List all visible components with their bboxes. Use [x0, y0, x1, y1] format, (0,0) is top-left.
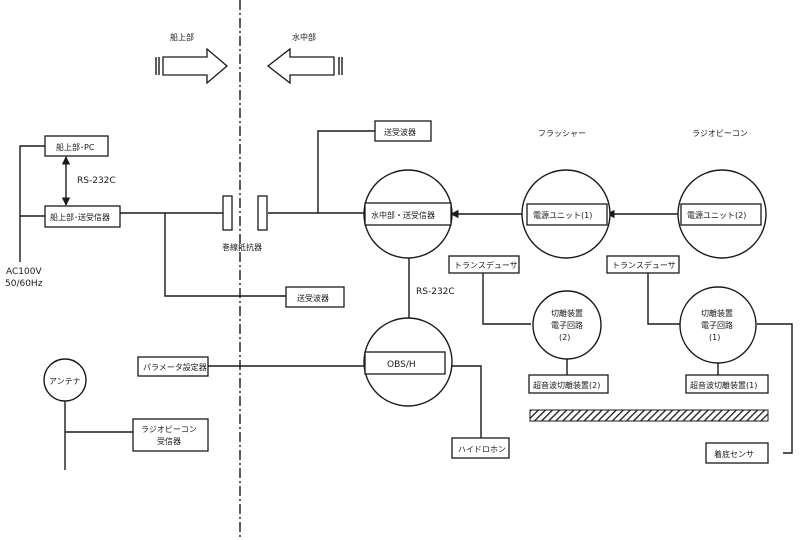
connection-lines: [19, 130, 793, 470]
transducer-left-label: トランスデューサ: [454, 260, 518, 270]
bottom-sensor-label: 着底センサ: [714, 449, 754, 459]
transducer-right-box: [606, 255, 680, 274]
power-unit-1-box: [526, 203, 608, 226]
transmitter-top-box: [374, 120, 432, 142]
ship-transceiver-box: [44, 205, 121, 228]
transmitter-bottom-box: [285, 286, 345, 308]
hydrophone-box: [451, 437, 510, 459]
release-circuit-left-line3: (2): [559, 333, 570, 342]
ship-transceiver-label: 船上部･送受信器: [50, 212, 110, 222]
ultrasonic-release-2-label: 超音波切離装置(2): [533, 380, 600, 390]
release-circuit-right-line1: 切離装置: [701, 308, 733, 318]
radio-receiver-line2: 受信器: [157, 436, 181, 446]
radio-receiver-line1: ラジオビーコン: [141, 425, 197, 434]
arrow-underwater-side: 水中部: [266, 32, 343, 85]
bottom-sensor-box: [705, 442, 769, 464]
antenna-label: アンテナ: [49, 377, 81, 386]
winding-resistor-label: 巻線抵抗器: [222, 242, 262, 252]
power-unit-2-box: [680, 203, 762, 226]
arrow-ship-side: 船上部: [155, 32, 229, 85]
ship-side-label: 船上部: [170, 32, 194, 42]
radio-beacon-label: ラジオビーコン: [692, 129, 748, 138]
rs232c-mid-label: RS-232C: [416, 287, 455, 297]
radio-receiver-box: [132, 418, 209, 452]
release-circuit-right-circle: [679, 286, 757, 364]
release-circuit-right-line3: (1): [709, 333, 720, 342]
ship-pc-box: [44, 135, 109, 157]
ac-frequency-label: 50/60Hz: [5, 279, 43, 289]
hydrophone-label: ハイドロホン: [458, 445, 506, 454]
ac-voltage-label: AC100V: [6, 267, 42, 277]
underwater-side-label: 水中部: [292, 32, 316, 42]
transducer-left-box: [448, 255, 520, 274]
obs-h-label: OBS/H: [387, 360, 416, 370]
seabed-hatch: [529, 409, 769, 422]
param-setter-box: [137, 356, 209, 377]
power-unit-2-label: 電源ユニット(2): [687, 211, 746, 220]
ultrasonic-release-2-box: [528, 374, 609, 394]
param-setter-label: パラメータ設定器: [143, 362, 207, 372]
transmitter-top-label: 送受波器: [384, 127, 416, 137]
ship-pc-label: 船上部･PC: [56, 142, 95, 152]
underwater-transceiver-box: [364, 202, 452, 226]
winding-resistor-left: [222, 195, 233, 231]
winding-resistor-right: [257, 195, 268, 231]
antenna-circle: [43, 358, 87, 402]
obs-h-box: [364, 351, 446, 375]
transducer-right-label: トランスデューサ: [612, 260, 676, 270]
release-circuit-left-line1: 切離装置: [551, 308, 583, 318]
transmitter-bottom-label: 送受波器: [297, 293, 329, 303]
underwater-transceiver-label: 水中部・送受信器: [371, 210, 435, 220]
flasher-label: フラッシャー: [538, 129, 586, 138]
release-circuit-right-line2: 電子回路: [701, 320, 733, 330]
rs232c-top-label: RS-232C: [77, 176, 116, 186]
ultrasonic-release-1-box: [685, 374, 769, 394]
release-circuit-left-circle: [532, 290, 602, 360]
release-circuit-left-line2: 電子回路: [551, 320, 583, 330]
ultrasonic-release-1-label: 超音波切離装置(1): [690, 380, 757, 390]
power-unit-1-label: 電源ユニット(1): [533, 211, 592, 220]
